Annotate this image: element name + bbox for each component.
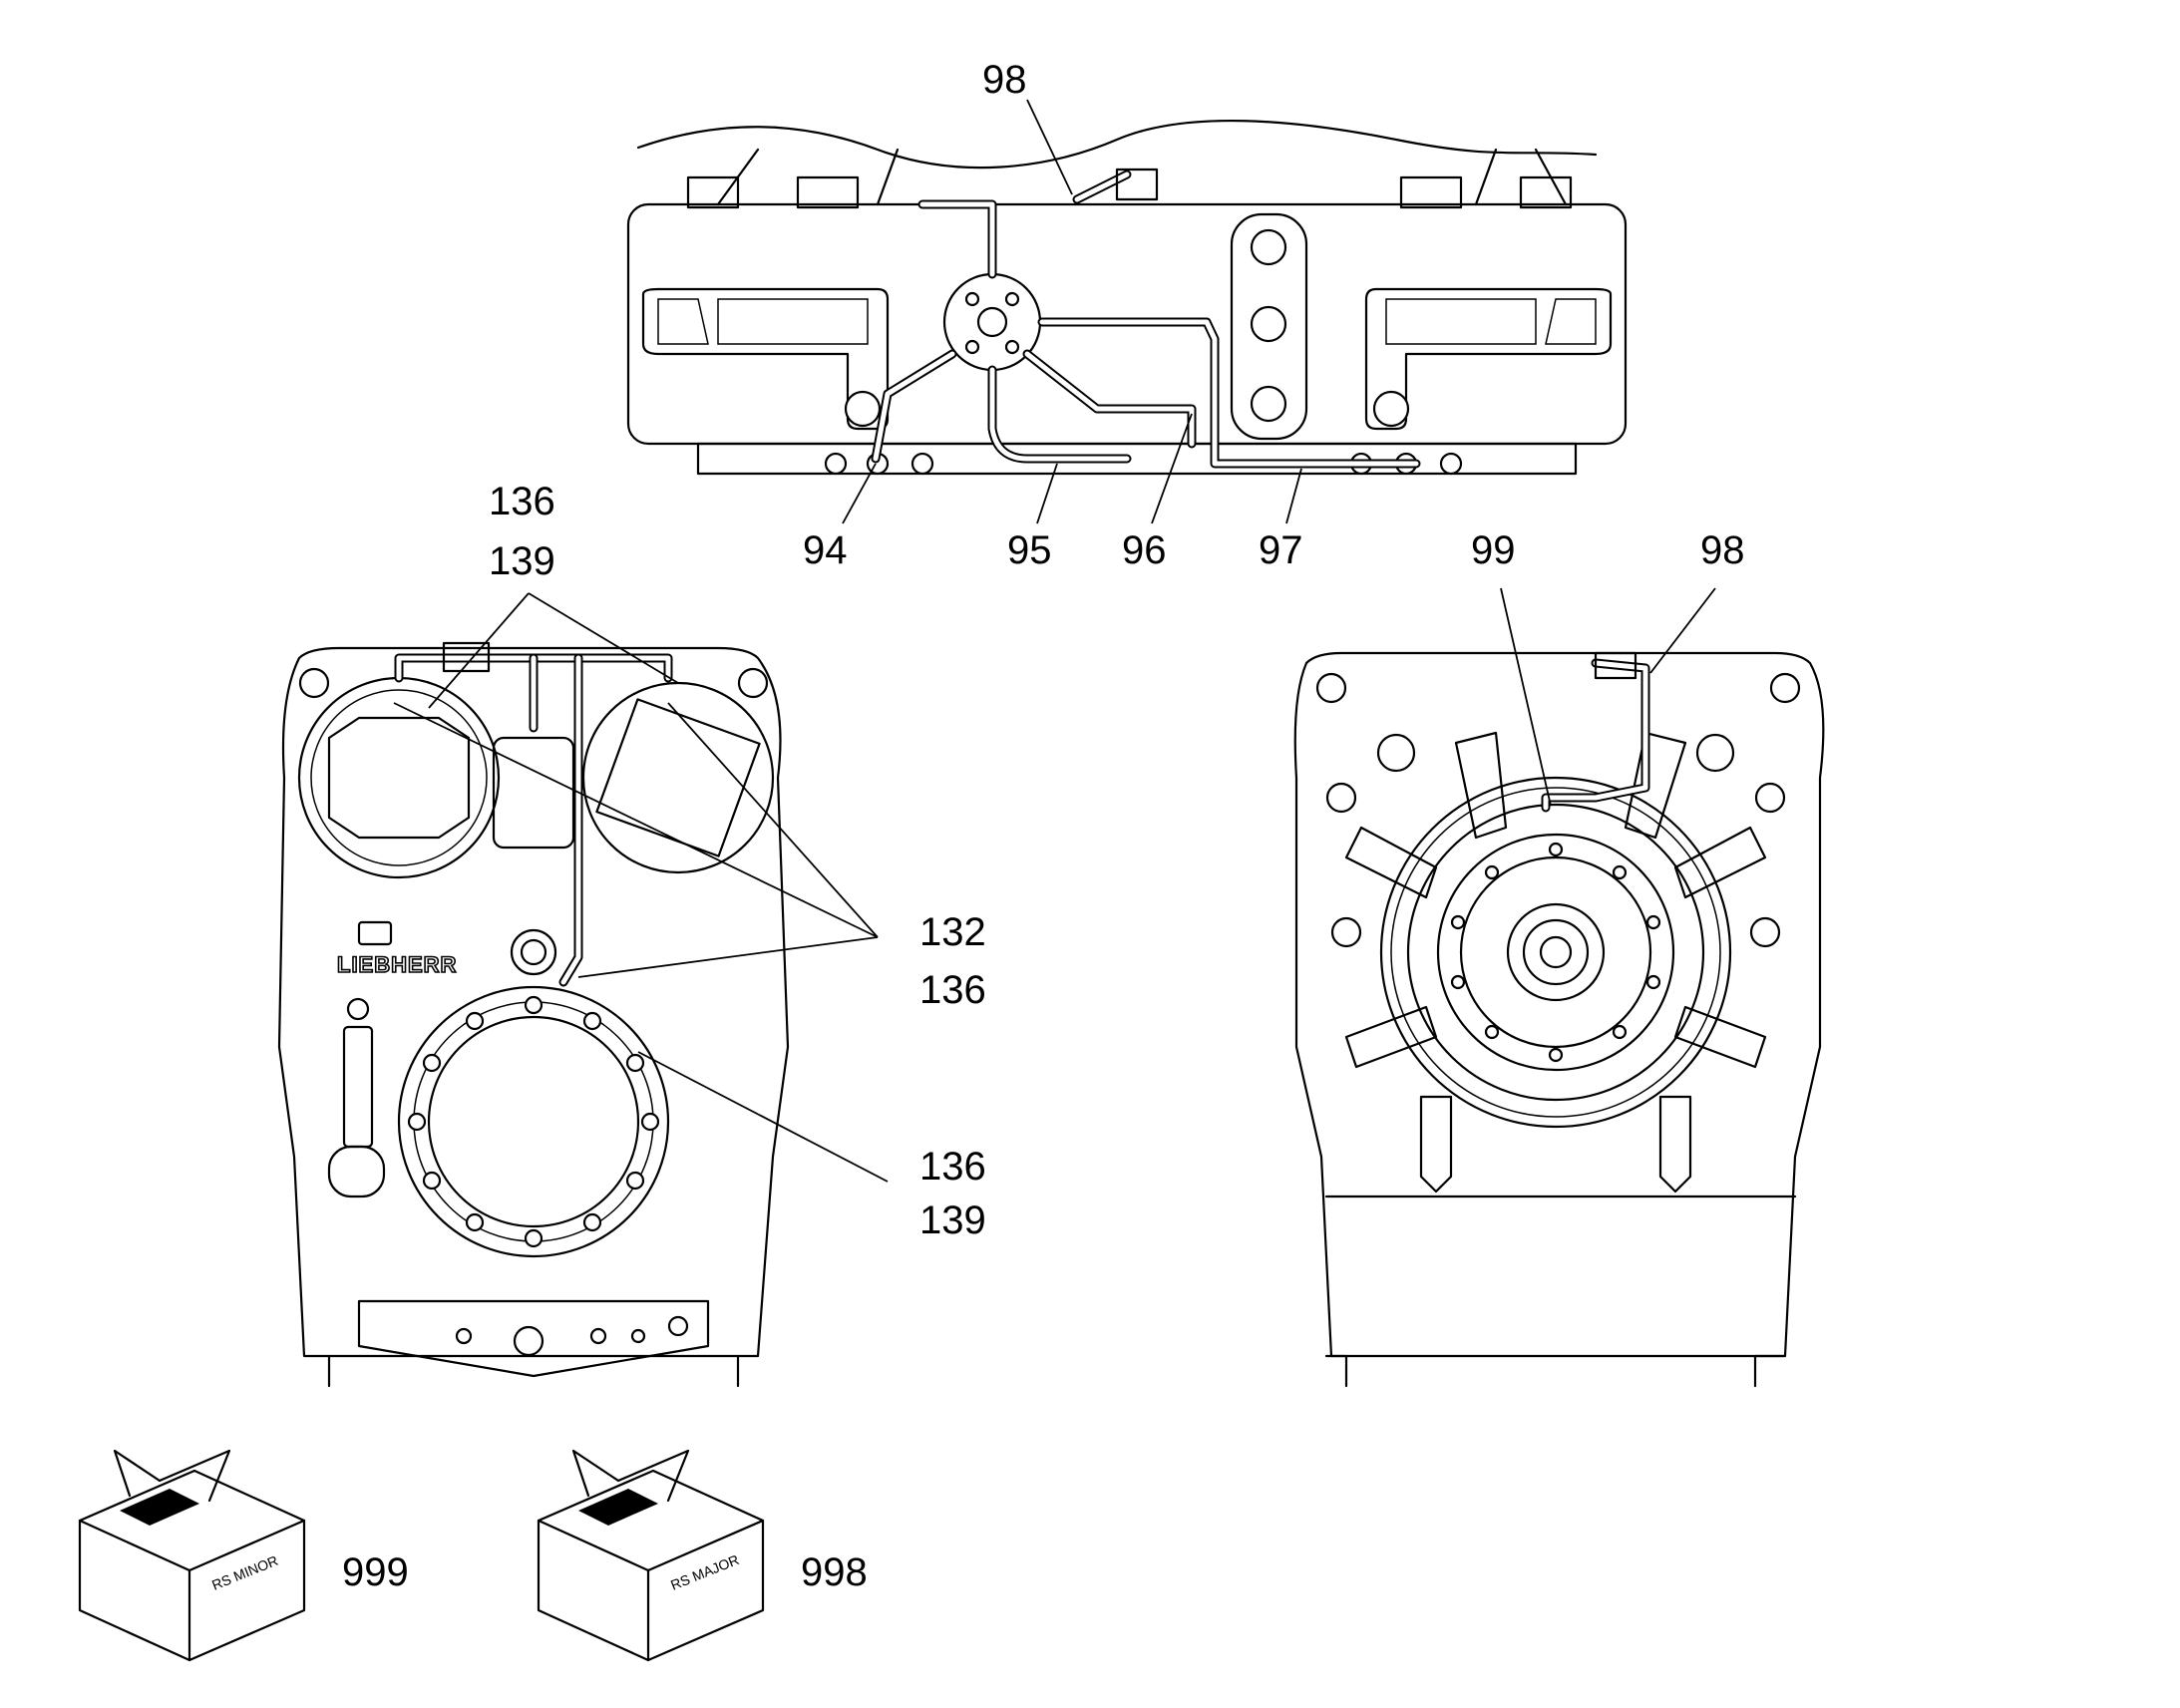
large-cover-bolts (407, 995, 660, 1248)
callout-136-middle: 136 (919, 968, 986, 1012)
callout-99: 99 (1471, 528, 1516, 572)
pipe-97 (1037, 317, 1421, 469)
large-bottom-cover (397, 985, 670, 1258)
left-housing-outline (277, 646, 790, 1388)
callout-96: 96 (1122, 528, 1167, 572)
breather-base (327, 1145, 386, 1198)
lug-2 (796, 175, 860, 209)
liebherr-logo: LIEBHERR (337, 952, 457, 977)
callout-132: 132 (919, 910, 986, 954)
lug-4 (1519, 175, 1573, 209)
box-major-top (537, 1469, 765, 1523)
upper-right-cover-plate (595, 698, 761, 857)
callout-999: 999 (342, 1550, 409, 1594)
plate-bolt-3 (1250, 385, 1287, 423)
top-housing-base (696, 442, 1578, 476)
base-bolt-1 (824, 452, 848, 476)
upper-left-cover-plate (327, 716, 471, 840)
distributor-bolt-4 (1004, 339, 1020, 355)
sight-window (357, 920, 393, 946)
right-recess (1364, 287, 1613, 431)
box-rs-major: RS MAJOR (537, 1449, 765, 1662)
lug-3 (1399, 175, 1463, 209)
callout-97: 97 (1259, 528, 1303, 572)
output-drum-ring (1406, 803, 1705, 1102)
right-pipe-99 (1541, 658, 1650, 813)
distributor-bolt-3 (964, 339, 980, 355)
callout-998: 998 (801, 1550, 868, 1594)
left-view-assembly: LIEBHERR (277, 641, 790, 1388)
distributor-bolt-1 (964, 291, 980, 307)
box-major-tape (578, 1489, 658, 1526)
plate-bolt-2 (1250, 305, 1287, 343)
callout-98-right: 98 (1700, 528, 1745, 572)
callout-136-lower: 136 (919, 1145, 986, 1189)
box-minor-tape (120, 1489, 199, 1526)
break-line-top (636, 119, 1598, 170)
breather-tube (342, 1025, 374, 1149)
rib-lines (716, 148, 1568, 206)
distributor-bolt-2 (1004, 291, 1020, 307)
upper-right-cover (581, 681, 775, 874)
box-minor-flap-right (158, 1449, 231, 1503)
output-hub (1506, 902, 1606, 1002)
lift-eye-left-1 (298, 667, 330, 699)
center-small-cover (492, 736, 575, 850)
bottom-panel (357, 1299, 710, 1378)
right-top-block (1594, 651, 1637, 680)
box-minor-top (78, 1469, 306, 1523)
lift-eye-left-2 (737, 667, 769, 699)
distributor-hub (976, 306, 1008, 338)
box-minor-body (78, 1519, 306, 1662)
base-bolt-3 (910, 452, 934, 476)
lug-1 (686, 175, 740, 209)
callout-139-lower: 139 (919, 1198, 986, 1242)
box-major-flap-left (571, 1449, 620, 1498)
top-view-assembly (626, 119, 1628, 476)
left-recess-inner (657, 298, 869, 345)
recess-bolt-right (1372, 390, 1410, 428)
right-housing-base (1324, 1195, 1797, 1358)
lift-eye-right-1 (1315, 672, 1347, 704)
box-major-body (537, 1519, 765, 1662)
output-shaft (1539, 935, 1573, 969)
callout-98-top: 98 (982, 58, 1027, 102)
left-top-block (442, 641, 491, 673)
center-bolt-plate (1230, 212, 1308, 441)
plate-bolt-1 (1250, 228, 1287, 266)
recess-bolt-left (844, 390, 882, 428)
callout-94: 94 (803, 528, 848, 572)
drum-bolts (1450, 842, 1661, 1063)
pipe-96 (1022, 349, 1197, 449)
top-leaders (842, 99, 1302, 524)
box-minor-flap-left (113, 1449, 162, 1498)
base-bolt-6 (1439, 452, 1463, 476)
output-flange (1436, 833, 1675, 1072)
left-leaders (393, 592, 889, 1183)
callout-95: 95 (1007, 528, 1052, 572)
right-view-assembly (1293, 651, 1825, 1388)
callout-labels: 98 94 95 96 97 136 139 132 136 136 139 9… (342, 58, 1745, 1594)
large-bottom-cover-inner (427, 1015, 640, 1228)
right-housing-outline (1293, 651, 1825, 1388)
breather-eye (346, 997, 370, 1021)
lift-eye-right-2 (1769, 672, 1801, 704)
box-rs-minor: RS MINOR (78, 1449, 306, 1662)
right-leaders (1500, 587, 1716, 807)
callout-139-upper: 139 (489, 539, 555, 583)
output-drum (1379, 776, 1732, 1129)
box-major-flap-right (616, 1449, 690, 1503)
box-minor-label: RS MINOR (209, 1552, 280, 1593)
right-recess-inner (1385, 298, 1597, 345)
top-port (1115, 168, 1159, 201)
callout-136-upper: 136 (489, 480, 555, 523)
pipe-98 (917, 199, 997, 279)
